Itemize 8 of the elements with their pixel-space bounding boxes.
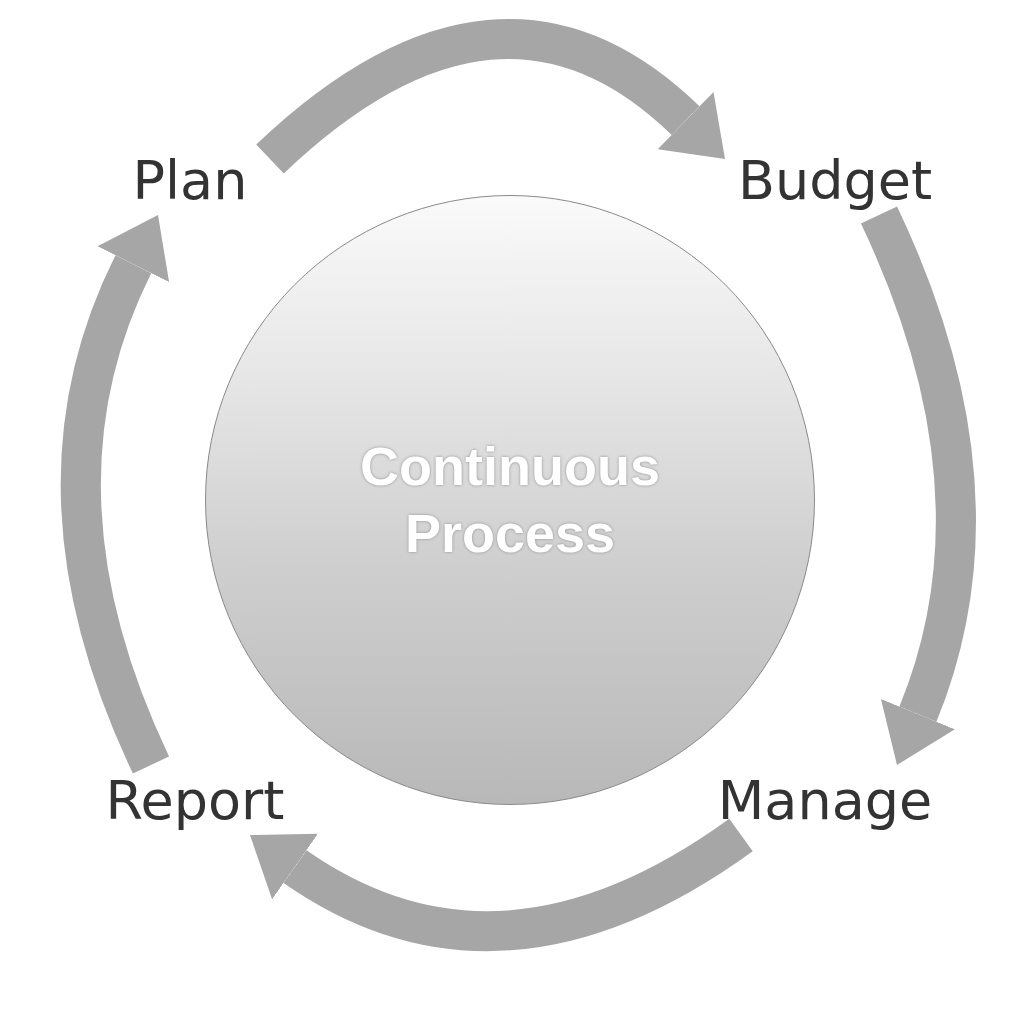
curved-block-arrow	[61, 214, 170, 774]
curved-block-arrow	[860, 206, 976, 766]
curved-block-arrow	[256, 19, 727, 174]
curved-block-arrow	[248, 818, 753, 951]
stage-label: Budget	[725, 145, 945, 215]
stage-label: Plan	[110, 145, 270, 215]
stage-label: Manage	[705, 765, 945, 835]
stage-label: Report	[85, 765, 305, 835]
